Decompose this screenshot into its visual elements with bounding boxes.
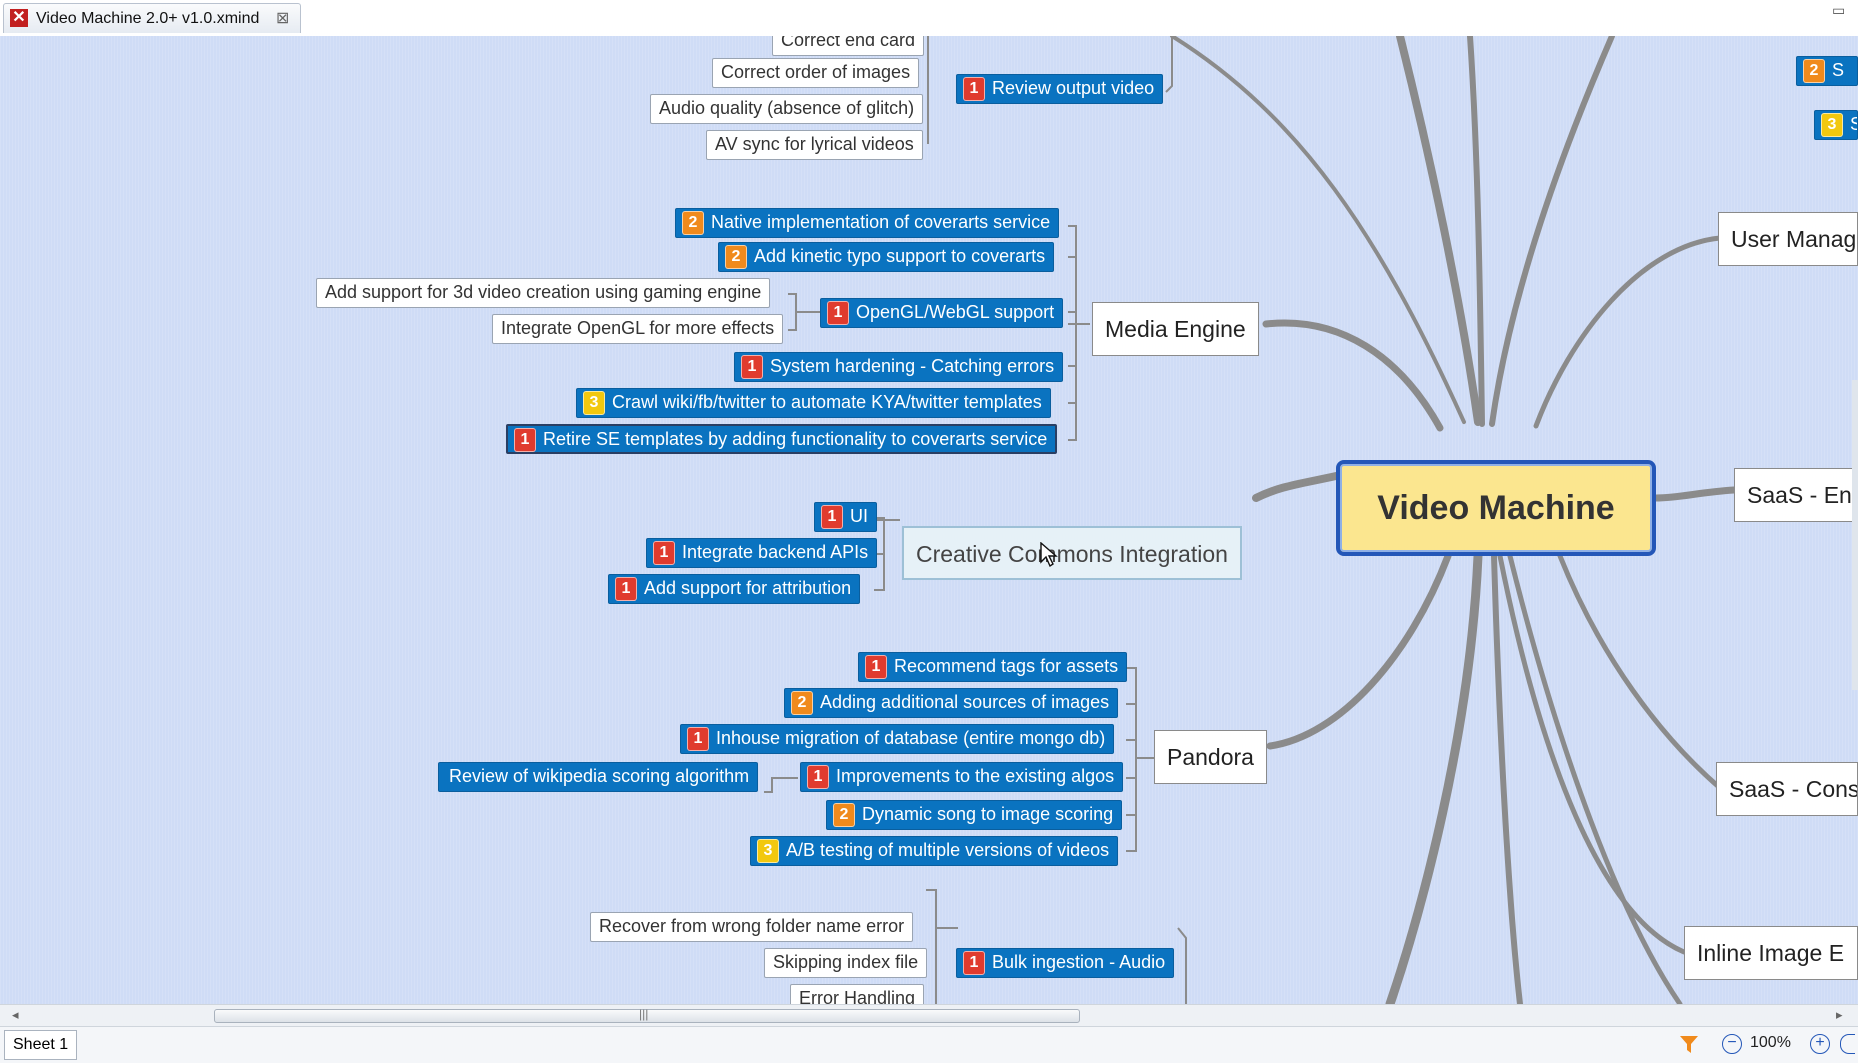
topic-label: Crawl wiki/fb/twitter to automate KYA/tw… <box>612 392 1042 412</box>
minimize-icon[interactable]: ▭ <box>1832 2 1846 18</box>
central-topic[interactable]: Video Machine <box>1336 460 1656 556</box>
editor-tab[interactable]: ✕ Video Machine 2.0+ v1.0.xmind ⊠ <box>3 3 301 33</box>
scroll-left-icon[interactable]: ◂ <box>12 1007 19 1022</box>
priority-1-icon: 1 <box>821 505 843 530</box>
priority-1-icon: 1 <box>827 301 849 326</box>
main-topic-pandora[interactable]: Pandora <box>1154 730 1267 784</box>
priority-2-icon: 2 <box>1803 59 1825 84</box>
media-topic-coverarts-native[interactable]: 2 Native implementation of coverarts serv… <box>675 208 1060 238</box>
close-icon[interactable]: ⊠ <box>276 10 290 27</box>
priority-1-icon: 1 <box>687 727 709 752</box>
review-child-end-card[interactable]: Correct end card <box>772 36 925 56</box>
priority-3-icon: 3 <box>1821 113 1843 138</box>
topic-label: Retire SE templates by adding functional… <box>543 429 1048 449</box>
media-topic-system-hardening[interactable]: 1 System hardening - Catching errors <box>734 352 1064 382</box>
topic-label: OpenGL/WebGL support <box>856 302 1055 322</box>
right-topic-priority-3[interactable]: 3S <box>1814 110 1858 140</box>
zoom-level[interactable]: 100% <box>1750 1034 1791 1051</box>
topic-label: Integrate backend APIs <box>682 542 869 562</box>
tab-title: Video Machine 2.0+ v1.0.xmind <box>36 10 260 27</box>
priority-1-icon: 1 <box>741 355 763 380</box>
topic-label: Recommend tags for assets <box>894 656 1119 676</box>
main-topic-saas-enterprise[interactable]: SaaS - Ent <box>1734 468 1858 522</box>
media-topic-kinetic-typo[interactable]: 2 Add kinetic typo support to coverarts <box>718 242 1055 272</box>
sheet-tab[interactable]: Sheet 1 <box>4 1030 78 1060</box>
topic-label: Dynamic song to image scoring <box>862 804 1114 824</box>
topic-label: Add support for attribution <box>644 578 852 598</box>
grip-icon: ||| <box>639 1007 649 1021</box>
zoom-in-icon[interactable]: + <box>1810 1034 1830 1054</box>
pandora-topic-song-scoring[interactable]: 2 Dynamic song to image scoring <box>826 800 1123 830</box>
horizontal-scrollbar[interactable]: ◂ ||| ▸ <box>0 1004 1858 1027</box>
review-child-image-order[interactable]: Correct order of images <box>712 58 920 88</box>
main-topic-inline-image[interactable]: Inline Image E <box>1684 926 1858 980</box>
priority-2-icon: 2 <box>833 803 855 828</box>
priority-2-icon: 2 <box>725 245 747 270</box>
cc-topic-attribution[interactable]: 1 Add support for attribution <box>608 574 861 604</box>
review-child-av-sync[interactable]: AV sync for lyrical videos <box>706 130 923 160</box>
topic-label: Improvements to the existing algos <box>836 766 1115 786</box>
priority-3-icon: 3 <box>583 391 605 416</box>
topic-label: S <box>1832 60 1845 80</box>
priority-2-icon: 2 <box>682 211 704 236</box>
priority-1-icon: 1 <box>865 655 887 680</box>
editor-tab-bar: ✕ Video Machine 2.0+ v1.0.xmind ⊠ ▭ <box>0 0 1858 37</box>
priority-1-icon: 1 <box>807 765 829 790</box>
xmind-app-icon: ✕ <box>10 9 28 27</box>
priority-1-icon: 1 <box>514 428 536 453</box>
scroll-right-icon[interactable]: ▸ <box>1836 1007 1843 1022</box>
pandora-topic-image-sources[interactable]: 2 Adding additional sources of images <box>784 688 1119 718</box>
main-topic-media-engine[interactable]: Media Engine <box>1092 302 1259 356</box>
priority-3-icon: 3 <box>757 839 779 864</box>
topic-label: Inhouse migration of database (entire mo… <box>716 728 1106 748</box>
mouse-cursor-icon <box>1040 542 1058 568</box>
topic-label: Adding additional sources of images <box>820 692 1110 712</box>
cc-topic-ui[interactable]: 1 UI <box>814 502 877 532</box>
media-topic-crawl-wiki[interactable]: 3 Crawl wiki/fb/twitter to automate KYA/t… <box>576 388 1051 418</box>
bulk-ingestion-audio-topic[interactable]: 1 Bulk ingestion - Audio <box>956 948 1175 978</box>
opengl-child-effects[interactable]: Integrate OpenGL for more effects <box>492 314 784 344</box>
pandora-topic-improve-algos[interactable]: 1 Improvements to the existing algos <box>800 762 1124 792</box>
algos-child-wikipedia-scoring[interactable]: Review of wikipedia scoring algorithm <box>438 762 759 792</box>
pandora-topic-ab-testing[interactable]: 3 A/B testing of multiple versions of vid… <box>750 836 1119 866</box>
topic-label: A/B testing of multiple versions of vide… <box>786 840 1110 860</box>
topic-label: S <box>1850 114 1857 134</box>
priority-1-icon: 1 <box>653 541 675 566</box>
priority-2-icon: 2 <box>791 691 813 716</box>
zoom-out-icon[interactable]: − <box>1722 1034 1742 1054</box>
pandora-topic-db-migration[interactable]: 1 Inhouse migration of database (entire m… <box>680 724 1115 754</box>
main-topic-creative-commons[interactable]: Creative Commons Integration <box>902 526 1242 580</box>
central-topic-label: Video Machine <box>1377 489 1615 527</box>
main-topic-user-management[interactable]: User Manag <box>1718 212 1858 266</box>
priority-1-icon: 1 <box>963 951 985 976</box>
opengl-child-3d-gaming[interactable]: Add support for 3d video creation using … <box>316 278 771 308</box>
topic-label: UI <box>850 506 868 526</box>
media-topic-retire-se-templates[interactable]: 1 Retire SE templates by adding functiona… <box>506 424 1058 454</box>
fit-view-icon[interactable] <box>1840 1034 1855 1054</box>
review-output-video-topic[interactable]: 1 Review output video <box>956 74 1164 104</box>
priority-1-icon: 1 <box>615 577 637 602</box>
topic-label: Bulk ingestion - Audio <box>992 952 1166 972</box>
review-child-audio-quality[interactable]: Audio quality (absence of glitch) <box>650 94 924 124</box>
topic-label: Review output video <box>992 78 1155 98</box>
cc-topic-backend-apis[interactable]: 1 Integrate backend APIs <box>646 538 878 568</box>
mindmap-canvas[interactable]: Correct end card Correct order of images… <box>0 36 1858 1004</box>
bulk-child-error-handling[interactable]: Error Handling <box>790 984 925 1004</box>
topic-label: Add kinetic typo support to coverarts <box>754 246 1046 266</box>
vertical-scrollbar[interactable] <box>1852 380 1858 690</box>
branch-lines <box>764 36 1738 1004</box>
status-bar: Sheet 1 − 100% + <box>0 1026 1858 1063</box>
media-topic-opengl[interactable]: 1 OpenGL/WebGL support <box>820 298 1064 328</box>
pandora-topic-recommend-tags[interactable]: 1 Recommend tags for assets <box>858 652 1128 682</box>
priority-1-icon: 1 <box>963 77 985 102</box>
main-topic-saas-consumer[interactable]: SaaS - Cons <box>1716 762 1858 816</box>
topic-label: Native implementation of coverarts servi… <box>711 212 1051 232</box>
bulk-child-index-file[interactable]: Skipping index file <box>764 948 928 978</box>
bulk-child-folder-name[interactable]: Recover from wrong folder name error <box>590 912 914 942</box>
scrollbar-thumb[interactable]: ||| <box>214 1007 1080 1023</box>
topic-label: System hardening - Catching errors <box>770 356 1055 376</box>
filter-icon[interactable] <box>1678 1033 1700 1055</box>
